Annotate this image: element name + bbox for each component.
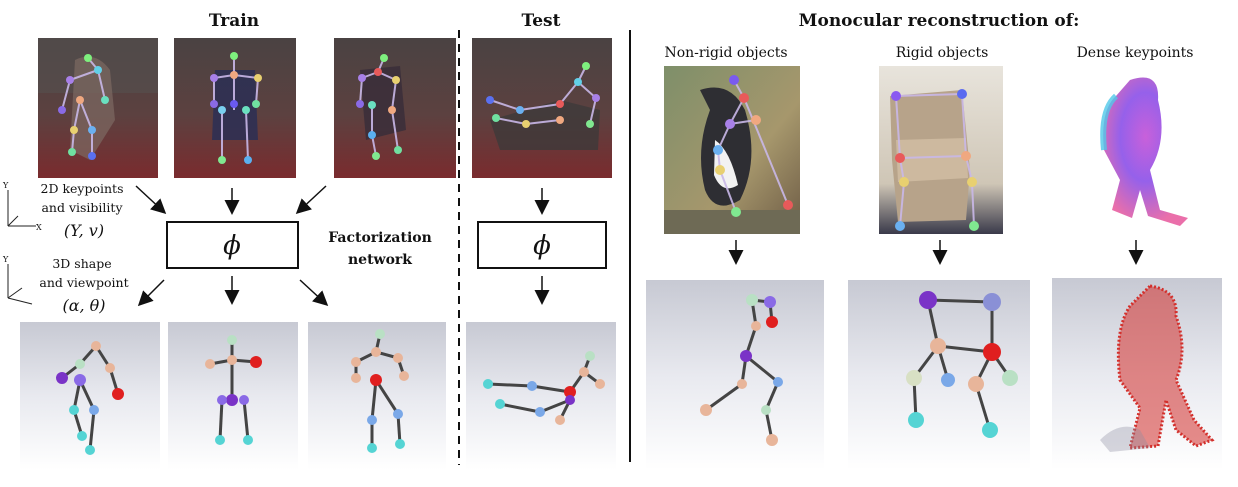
render-panel-test xyxy=(466,322,616,470)
keypoints-label-line2: and visibility xyxy=(41,200,123,215)
factorization-label-line1: Factorization xyxy=(328,230,432,246)
axis-label-y-3d: Y xyxy=(2,255,9,264)
test-photo xyxy=(472,38,612,178)
test-title: Test xyxy=(522,11,561,31)
arrow-phi-to-render3 xyxy=(299,279,329,307)
shape-math: (α, θ) xyxy=(62,296,105,315)
arrow-photo3-to-phi xyxy=(295,185,327,215)
column-label-dense: Dense keypoints xyxy=(1077,45,1194,61)
train-photo-3 xyxy=(334,38,456,178)
arrow-phi-to-render1 xyxy=(137,279,165,307)
phi-test: ϕ xyxy=(533,231,551,261)
factorization-box-test xyxy=(477,221,607,269)
render-panel-rigid xyxy=(848,280,1030,470)
keypoint-axis-icon xyxy=(7,190,36,227)
render-panel-train-2 xyxy=(168,322,298,470)
arrows xyxy=(135,185,1144,307)
reconstruction-title: Monocular reconstruction of: xyxy=(799,11,1080,31)
train-photo-1 xyxy=(38,38,158,178)
keypoints-label-line1: 2D keypoints xyxy=(41,181,124,196)
phi-train: ϕ xyxy=(223,231,241,261)
column-label-rigid: Rigid objects xyxy=(896,45,989,61)
arrow-photo1-to-phi xyxy=(135,185,167,215)
factorization-box-train xyxy=(166,221,299,269)
rigid-chair-photo xyxy=(879,66,1003,234)
column-label-nonrigid: Non-rigid objects xyxy=(664,45,787,61)
shape-label-line1: 3D shape xyxy=(52,256,111,271)
factorization-label-line2: network xyxy=(348,252,412,268)
train-photo-2 xyxy=(174,38,296,178)
render-panel-train-3 xyxy=(308,322,446,470)
train-title: Train xyxy=(209,11,259,31)
render-panel-dense xyxy=(1052,278,1222,470)
axis-label-x-2d: X xyxy=(36,223,42,232)
render-panel-train-1 xyxy=(20,322,160,470)
shape-label-line2: and viewpoint xyxy=(39,275,128,290)
nonrigid-bird-photo xyxy=(664,66,800,234)
dense-keypoints-figure xyxy=(1100,77,1188,226)
render-panel-nonrigid xyxy=(646,280,824,470)
axis-label-y-2d: Y xyxy=(2,181,9,190)
keypoints-math: (Y, v) xyxy=(64,221,104,240)
shape-axis-icon xyxy=(7,264,33,305)
